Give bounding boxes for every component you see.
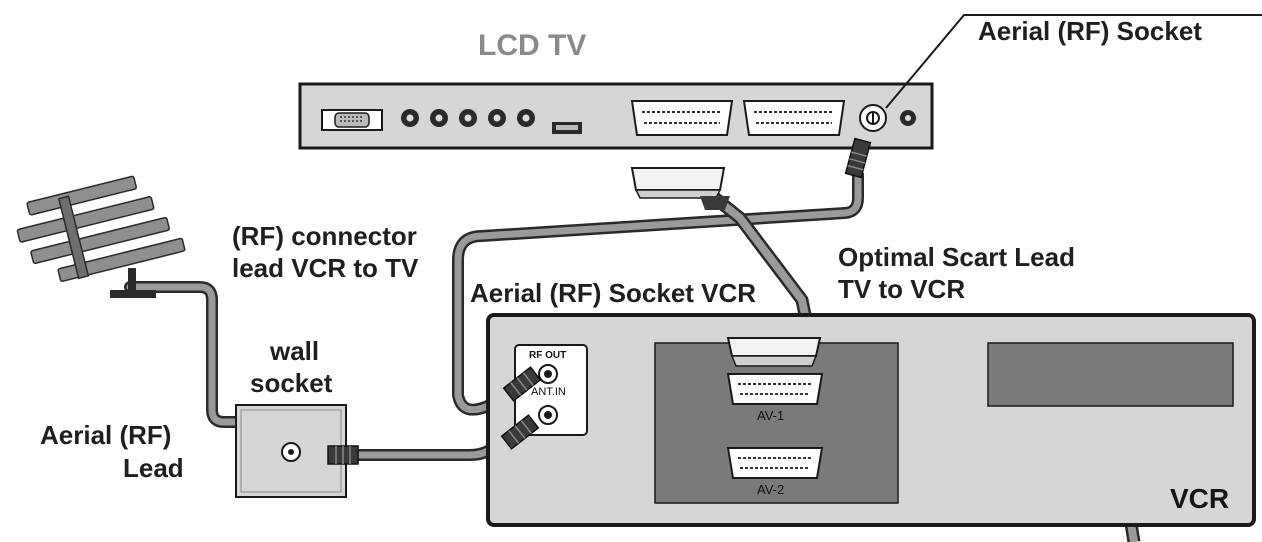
rf-connector-cable-inner: [454, 171, 862, 414]
tv-scart-2: [742, 100, 846, 136]
lcd-tv: LCD TV: [298, 29, 934, 150]
vcr-scart-av1: [726, 373, 824, 405]
ant-in-label: ANT.IN: [531, 386, 566, 398]
aerial-lead-label-line2: Lead: [123, 453, 184, 483]
aerial-lead-label-line1: Aerial (RF): [40, 420, 171, 450]
aerial-lead-cable: [124, 281, 246, 428]
av1-label: AV-1: [757, 408, 784, 423]
av2-label: AV-2: [757, 482, 784, 497]
vcr-display-panel: [987, 342, 1234, 407]
tv-aerial-callout-line: [885, 14, 1262, 109]
vcr-scart-av2: [726, 447, 824, 479]
rca-ports: [401, 109, 535, 127]
vcr-rf-out-plug-icon: [502, 366, 542, 402]
tv-title: LCD TV: [478, 29, 586, 62]
rf-connector-label-line1: (RF) connector: [232, 221, 417, 251]
vcr-title: VCR: [1170, 483, 1229, 514]
vga-port: [321, 109, 383, 131]
optimal-scart-label-line2: TV to VCR: [838, 274, 965, 304]
tv-aerial-socket-label: Aerial (RF) Socket: [978, 16, 1202, 46]
wall-socket-label-line2: socket: [250, 368, 333, 398]
rf-out-label: RF OUT: [529, 350, 566, 361]
vcr-scart-plug-icon: [726, 337, 822, 367]
rf-connector-label-line2: lead VCR to TV: [232, 253, 419, 283]
tv-aerial-socket: [859, 104, 887, 132]
hdmi-port: [552, 122, 582, 134]
vcr-aerial-socket-label: Aerial (RF) Socket VCR: [470, 278, 756, 308]
rf-plug-icon: [844, 137, 872, 179]
tv-scart-1: [630, 100, 734, 136]
vcr-rf-panel: RF OUT ANT.IN: [514, 344, 588, 436]
vcr-ant-in-plug-icon: [500, 414, 540, 450]
wall-socket-label-line1: wall: [269, 336, 319, 366]
antenna-icon: [16, 175, 186, 298]
vcr: RF OUT ANT.IN: [486, 313, 1256, 527]
wall-socket-plug-icon: [327, 445, 359, 465]
optimal-scart-label-line1: Optimal Scart Lead: [838, 242, 1075, 272]
aerial-lead-cable-inner: [126, 283, 244, 426]
scart-plug-icon: [630, 167, 730, 210]
